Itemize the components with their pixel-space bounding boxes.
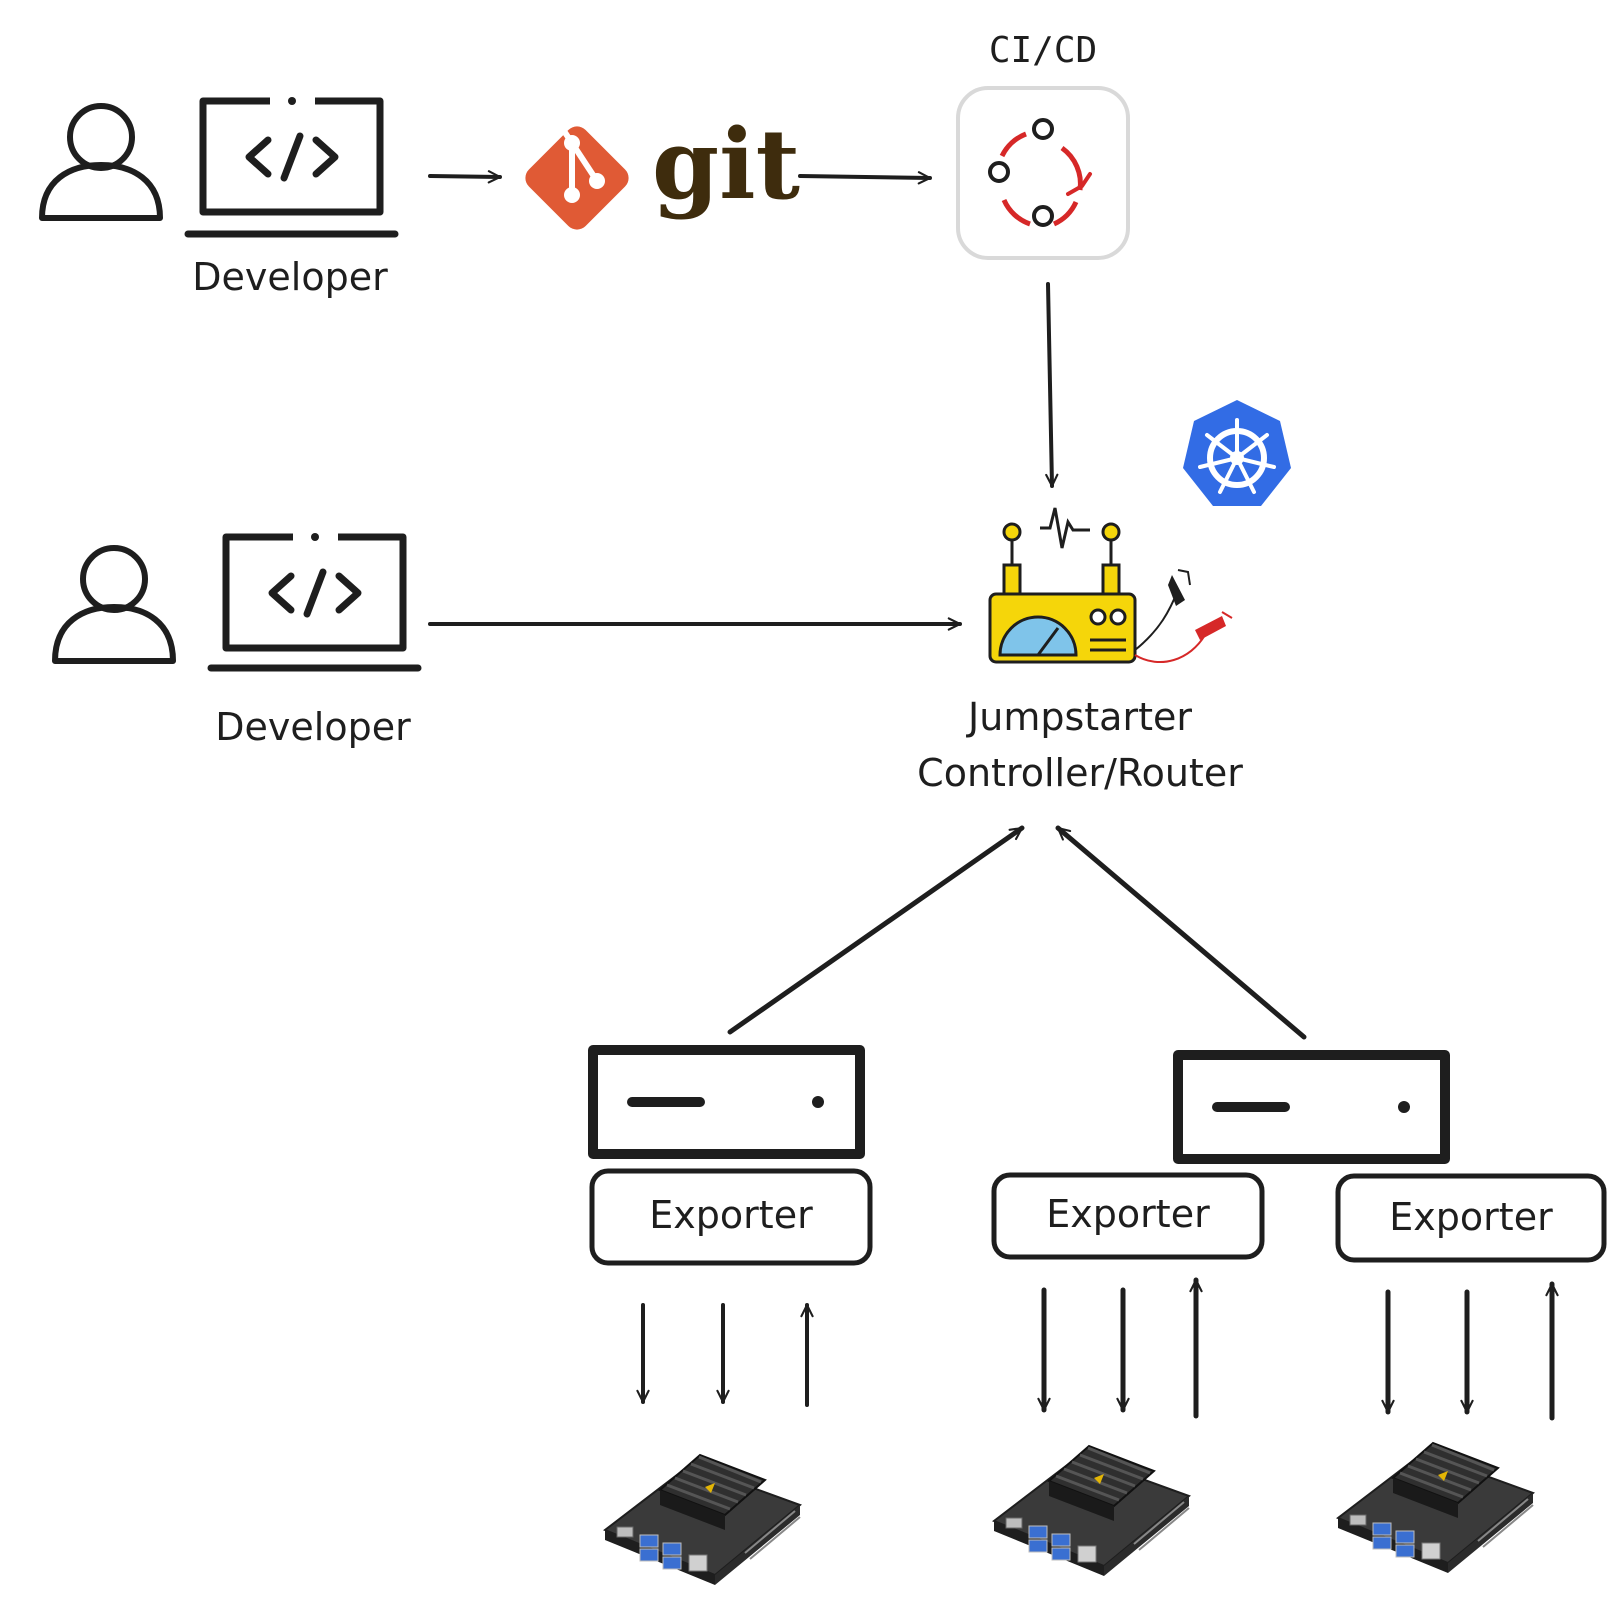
exporter-label: Exporter: [649, 1193, 813, 1237]
developer-mid-label: Developer: [215, 705, 411, 749]
exporter-box: Exporter: [991, 1172, 1265, 1260]
developer-top-label: Developer: [192, 255, 388, 299]
laptop-code-icon: [207, 532, 422, 672]
dev-board-icon: [603, 1453, 802, 1585]
git-logo: git: [525, 108, 800, 230]
user-icon: [52, 545, 176, 664]
ci-cd-group: CI/CD: [956, 30, 1130, 260]
user-icon: [39, 103, 163, 221]
git-text: git: [652, 108, 800, 221]
ci-cd-icon: [956, 86, 1130, 260]
exporter2-board-arrows: [1037, 1277, 1203, 1419]
server-icon: [588, 1045, 865, 1159]
exporter1-board-arrows: [636, 1303, 814, 1407]
exporter-label: Exporter: [1046, 1192, 1210, 1236]
arrow-ci-to-controller: [1045, 282, 1059, 488]
exporter-box: Exporter: [589, 1168, 873, 1266]
dev-board-icon: [1336, 1441, 1535, 1575]
server-icon: [1173, 1050, 1450, 1164]
arrow-server2-to-controller: [1055, 825, 1307, 1040]
controller-label-line2: Controller/Router: [917, 751, 1243, 795]
git-diamond-icon: [525, 126, 629, 230]
kubernetes-icon: [1183, 400, 1291, 506]
exporter3-board-arrows: [1381, 1281, 1559, 1421]
laptop-code-icon: [184, 96, 399, 238]
dev-board-icon: [992, 1444, 1191, 1578]
developer-mid: Developer: [52, 532, 422, 749]
router-icon: [988, 507, 1233, 664]
arrow-git-to-ci: [798, 171, 932, 185]
exporter-box: Exporter: [1335, 1173, 1607, 1263]
controller-label-line1: Jumpstarter: [966, 695, 1192, 739]
exporter-label: Exporter: [1389, 1195, 1553, 1239]
arrow-server1-to-controller: [727, 825, 1025, 1035]
ci-cd-label: CI/CD: [989, 30, 1097, 71]
developer-top: Developer: [39, 96, 399, 299]
arrow-developer-to-git: [428, 170, 502, 184]
